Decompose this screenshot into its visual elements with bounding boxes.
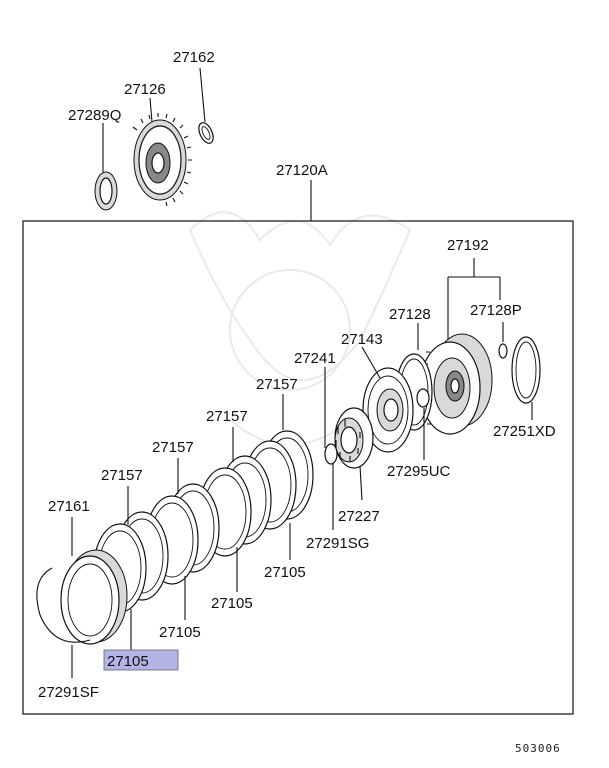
label-27126[interactable]: 27126 [124,81,166,98]
label-27289Q[interactable]: 27289Q [68,107,121,124]
part-27162-ring [198,122,214,144]
label-27162[interactable]: 27162 [173,49,215,66]
label-27157-d[interactable]: 27157 [101,467,143,484]
part-27291SG-ring [324,443,338,465]
label-27161[interactable]: 27161 [48,498,90,515]
assembly-box [22,220,574,715]
part-27251XD-ring [511,336,541,404]
leader-27143 [361,346,381,379]
label-27291SF[interactable]: 27291SF [38,684,99,701]
diagram-code: 503006 [515,742,561,755]
label-27105-c[interactable]: 27105 [159,624,201,641]
part-27161-pressure-plate [60,549,128,645]
part-27128-drum [419,333,493,435]
part-27291SF-ring [36,567,91,643]
part-27128P-oring [498,343,508,359]
label-27105-a[interactable]: 27105 [264,564,306,581]
label-27291SG[interactable]: 27291SG [306,535,369,552]
label-27192[interactable]: 27192 [447,237,489,254]
leader-27162 [199,67,206,123]
label-27295UC[interactable]: 27295UC [387,463,451,480]
label-27143[interactable]: 27143 [341,331,383,348]
label-27241[interactable]: 27241 [294,350,336,367]
leader-27227 [359,465,363,501]
part-27143-piston [362,367,414,453]
part-27289Q-washer [94,171,118,211]
label-27120A[interactable]: 27120A [276,162,328,179]
part-27126-gear [132,113,192,207]
label-27251XD[interactable]: 27251XD [493,423,556,440]
label-27128P[interactable]: 27128P [470,302,522,319]
label-27157-a[interactable]: 27157 [256,376,298,393]
label-27157-c[interactable]: 27157 [152,439,194,456]
label-27157-b[interactable]: 27157 [206,408,248,425]
leader-27192 [447,258,501,340]
label-27128[interactable]: 27128 [389,306,431,323]
label-27227[interactable]: 27227 [338,508,380,525]
part-27227-spring-retainer [334,407,374,469]
label-27105-d[interactable]: 27105 [107,653,149,670]
clutch-plates [93,430,314,613]
label-27105-b[interactable]: 27105 [211,595,253,612]
highlight-27105 [103,649,179,671]
leader-27126 [149,97,153,123]
